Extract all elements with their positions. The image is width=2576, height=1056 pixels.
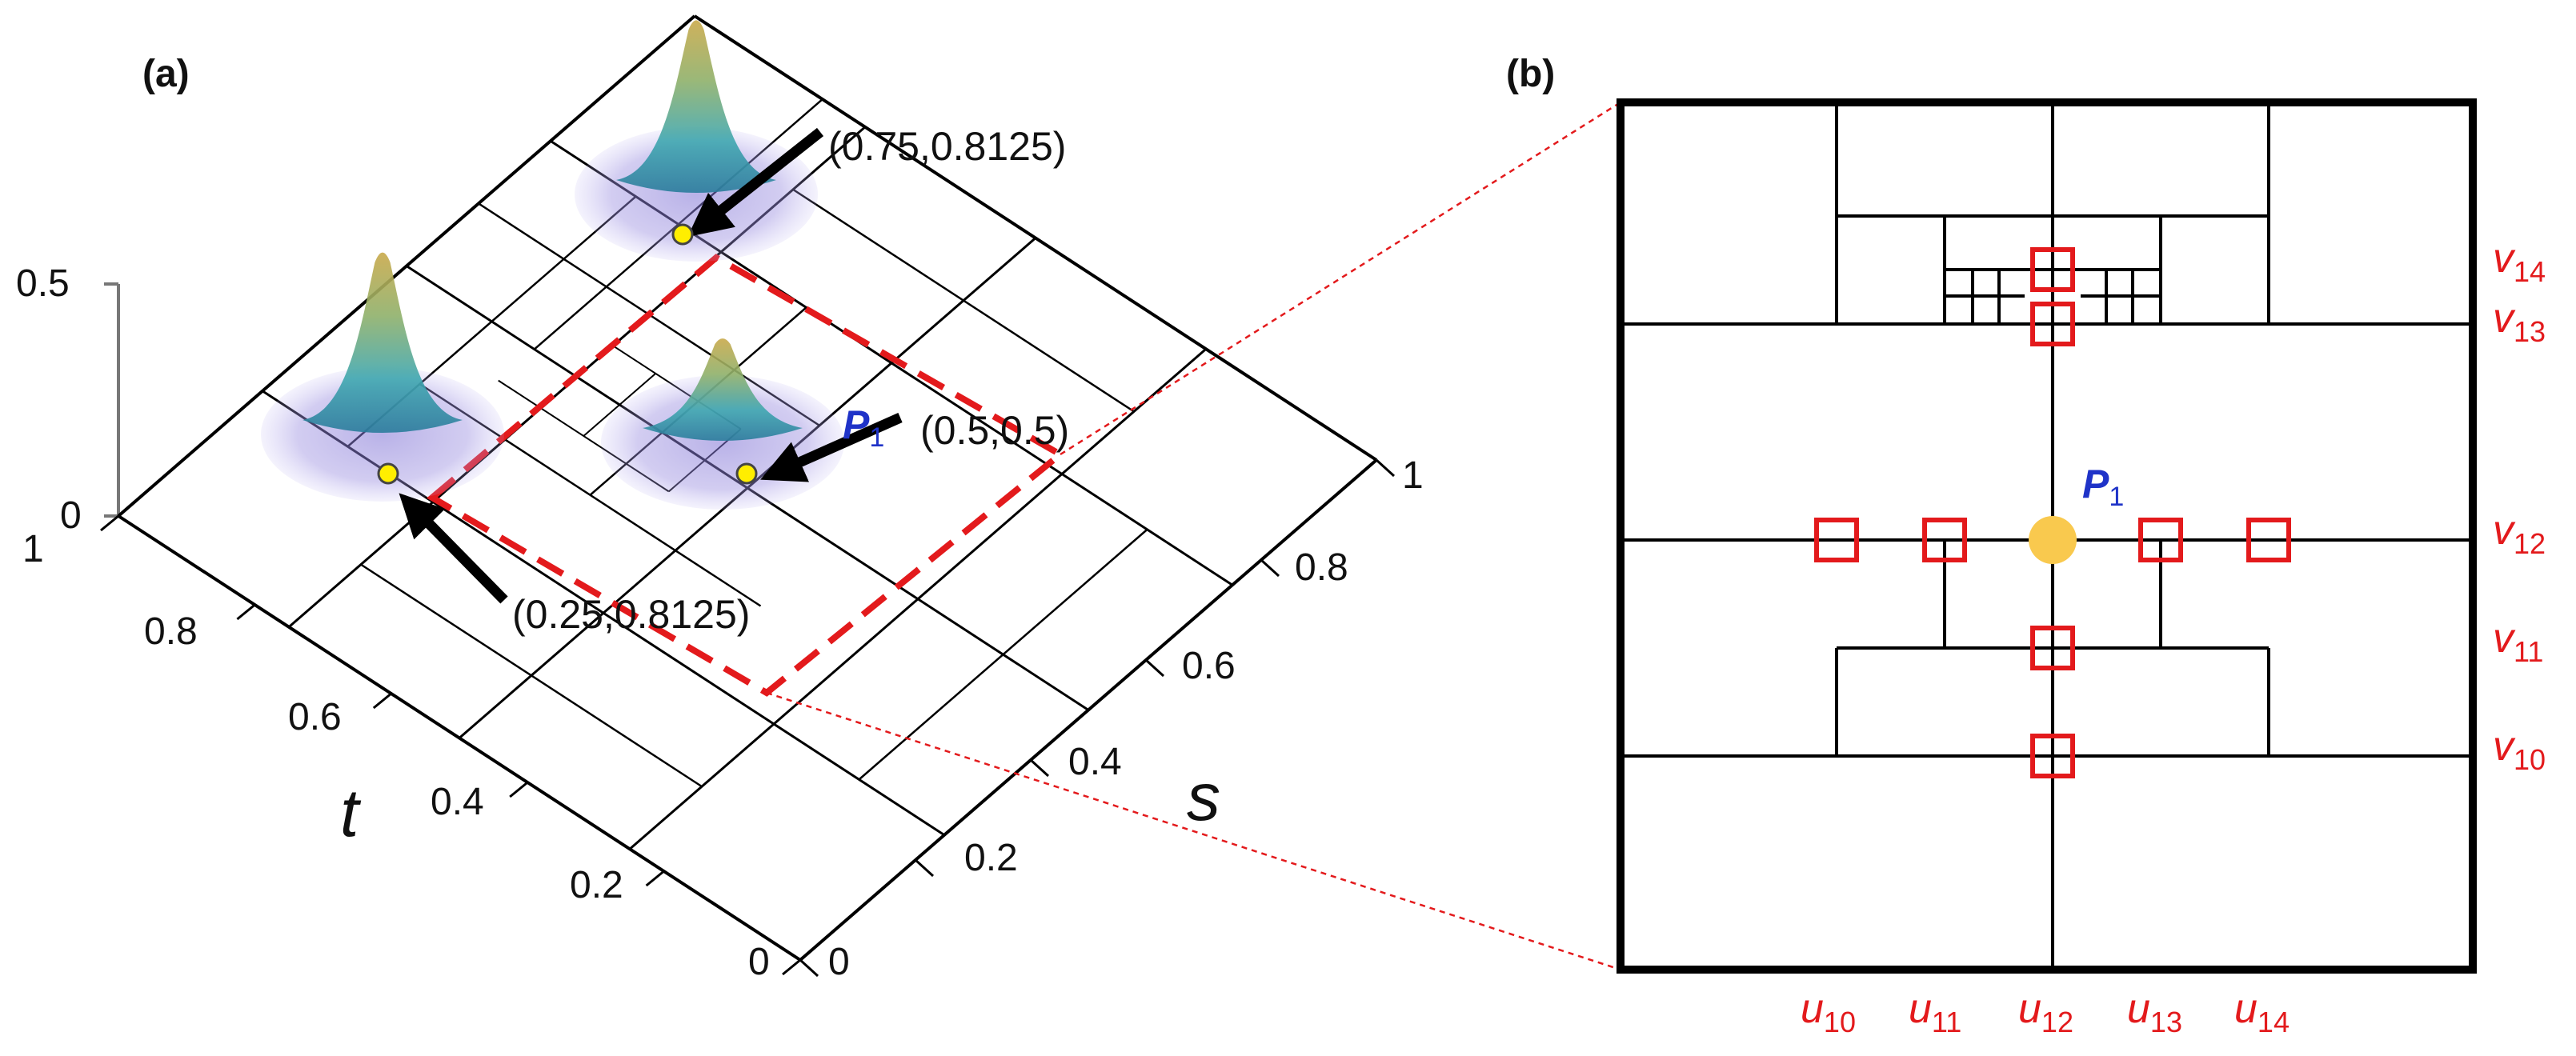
t-tick-0-4: 0.4 (431, 781, 484, 823)
mesh-line-t-fine (792, 188, 1135, 413)
panel-a: (a) 0 0.5 1 0.8 0.6 0.4 0.2 0 0 0.2 0.4 … (16, 14, 1424, 983)
point-p1-label-b: P1 (2082, 462, 2124, 512)
s-tick-mark (1144, 658, 1165, 678)
t-tick-1: 1 (22, 528, 44, 570)
annotation-arrows (399, 127, 903, 604)
evaluation-points (377, 223, 758, 485)
point-marker-left (377, 462, 399, 485)
connector-upper (1060, 101, 1621, 456)
knot-marker-square (2246, 518, 2291, 562)
v-knot-11: v11 (2493, 615, 2543, 668)
t-tick-mark (782, 958, 801, 976)
t-tick-0-8: 0.8 (144, 610, 198, 653)
point-marker-upper (671, 223, 694, 246)
arrow-to-left-point (399, 493, 508, 604)
t-axis-ticks: 1 0.8 0.6 0.4 0.2 0 (22, 528, 770, 983)
z-axis (104, 282, 120, 518)
knot-marker-square (2030, 734, 2075, 778)
s-tick-0: 0 (828, 941, 850, 983)
u-knot-labels: u10 u11 u12 u13 u14 (1801, 986, 2290, 1038)
s-axis-ticks: 0 0.2 0.4 0.6 0.8 1 (828, 454, 1424, 983)
u-knot-13: u13 (2127, 986, 2182, 1038)
v-knot-10: v10 (2493, 723, 2546, 776)
knot-mesh (1617, 98, 2477, 974)
panel-b-label: (b) (1506, 53, 1555, 95)
s-tick-0-2: 0.2 (964, 837, 1018, 879)
mesh-outer-frame (1617, 98, 2477, 974)
mesh-line-t-fine (360, 563, 703, 788)
t-tick-mark (236, 603, 256, 621)
v-knot-14: v14 (2493, 235, 2546, 288)
t-tick-mark (509, 781, 529, 798)
u-knot-12: u12 (2018, 986, 2073, 1038)
v-knot-12: v12 (2493, 507, 2546, 560)
arrow-to-upper-point (687, 127, 824, 238)
t-tick-0: 0 (748, 941, 770, 983)
basis-functions (261, 20, 844, 510)
z-tick-0-5: 0.5 (16, 262, 70, 305)
z-tick-0: 0 (60, 494, 82, 537)
s-tick-mark (914, 858, 935, 878)
s-tick-1: 1 (1402, 454, 1424, 497)
u-knot-11: u11 (1909, 986, 1961, 1038)
s-axis-label: s (1187, 759, 1220, 834)
zoom-connector-lines (766, 101, 1621, 971)
s-tick-mark (1029, 758, 1050, 778)
point-p1-label-a: P1 (843, 402, 884, 453)
knot-marker-square (1922, 518, 1967, 562)
v-knot-labels: v14 v13 v12 v11 v10 (2493, 235, 2546, 776)
t-tick-mark (100, 514, 119, 532)
highlighted-region (427, 254, 1067, 697)
basis-left-peak (302, 252, 463, 433)
panel-a-label: (a) (142, 53, 190, 95)
v-knot-13: v13 (2493, 295, 2546, 348)
knot-marker-square (2030, 302, 2075, 346)
arrow-to-center-point (760, 413, 903, 482)
t-axis-label: t (340, 775, 362, 850)
basis-upper-peak (616, 20, 776, 193)
knot-marker-square (2138, 518, 2183, 562)
t-tick-0-6: 0.6 (288, 696, 342, 738)
panel-b: (b) P1 u10 u11 u12 u13 u14 v14 v13 v12 v… (1506, 53, 2546, 1038)
s-tick-0-4: 0.4 (1068, 741, 1122, 783)
connector-lower (766, 691, 1621, 971)
s-tick-mark (799, 958, 819, 978)
u-knot-10: u10 (1801, 986, 1856, 1038)
t-tick-0-2: 0.2 (570, 864, 623, 906)
coord-label-upper: (0.75,0.8125) (828, 124, 1066, 169)
knot-marker-square (2030, 247, 2075, 292)
u-knot-14: u14 (2234, 986, 2290, 1038)
basis-left-shadow (261, 367, 504, 502)
s-tick-0-6: 0.6 (1182, 645, 1236, 687)
point-p1-marker (2029, 516, 2077, 564)
basis-center-peak (643, 338, 803, 441)
t-tick-mark (645, 870, 665, 887)
s-tick-0-8: 0.8 (1295, 546, 1348, 589)
mesh-refine-tiny (583, 373, 656, 437)
s-tick-mark (1375, 458, 1396, 478)
knot-marker-square (1814, 518, 1859, 562)
point-marker-center (735, 462, 758, 485)
t-tick-mark (372, 692, 392, 710)
s-tick-mark (1260, 558, 1280, 578)
knot-marker-square (2030, 626, 2075, 670)
coord-label-center: (0.5,0.5) (920, 408, 1069, 453)
coord-label-left: (0.25,0.8125) (512, 592, 750, 637)
